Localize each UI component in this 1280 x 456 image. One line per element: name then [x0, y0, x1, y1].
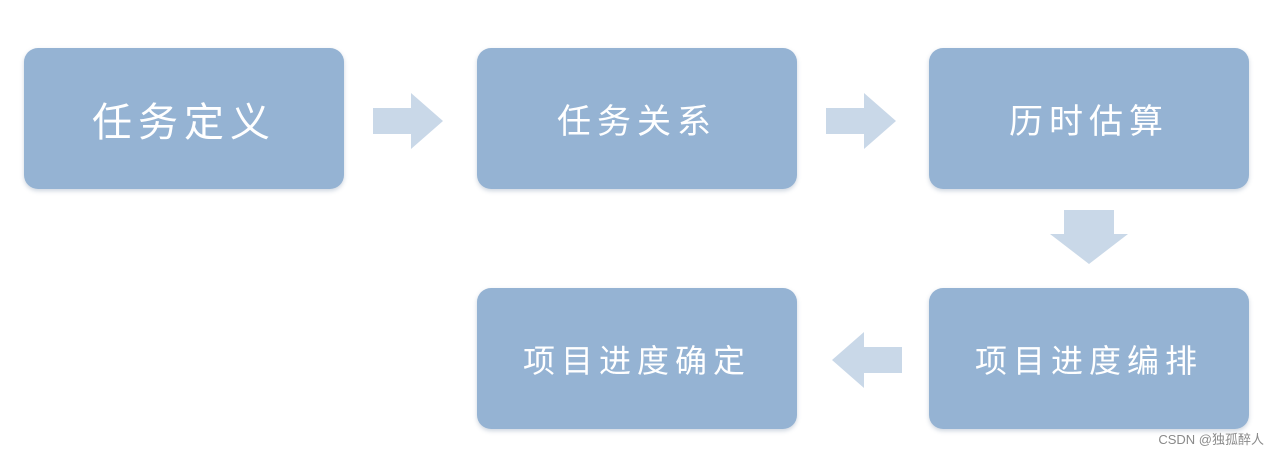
- step-label: 项目进度确定: [522, 341, 751, 380]
- arrow-down-icon: [1050, 210, 1128, 264]
- arrow-right-icon: [826, 93, 896, 149]
- step-label: 历时估算: [1009, 102, 1169, 142]
- step-label: 项目进度编排: [974, 341, 1203, 380]
- step-box-schedule-arrangement: 项目进度编排: [929, 288, 1249, 429]
- step-label: 任务定义: [92, 99, 276, 146]
- arrow-right-icon: [373, 93, 443, 149]
- step-box-duration-estimate: 历时估算: [929, 48, 1249, 189]
- step-label: 任务关系: [557, 102, 717, 142]
- arrow-left-icon: [832, 332, 902, 388]
- step-box-task-definition: 任务定义: [24, 48, 344, 189]
- watermark: CSDN @独孤醉人: [1158, 432, 1264, 447]
- step-box-schedule-confirmation: 项目进度确定: [477, 288, 797, 429]
- step-box-task-relationship: 任务关系: [477, 48, 797, 189]
